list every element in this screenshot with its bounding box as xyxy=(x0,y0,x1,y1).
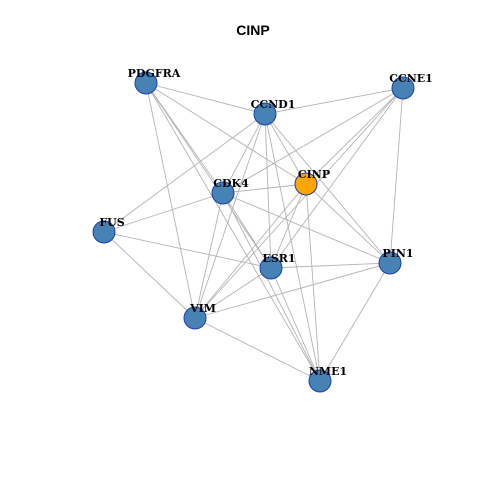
edge-pin1-vim xyxy=(194,262,391,319)
edge-fus-vim xyxy=(103,231,196,319)
node-label-cdk4: CDK4 xyxy=(213,177,249,190)
node-label-cinp: CINP xyxy=(298,168,330,181)
node-label-fus: FUS xyxy=(99,216,124,229)
edge-cinp-cdk4 xyxy=(222,183,307,194)
edges-layer xyxy=(103,82,404,382)
edge-cdk4-nme1 xyxy=(222,192,321,382)
edge-ccnd1-cdk4 xyxy=(222,113,266,194)
node-label-pin1: PIN1 xyxy=(382,247,413,260)
node-esr1 xyxy=(259,256,283,280)
edge-ccne1-vim xyxy=(194,87,404,319)
node-label-ccne1: CCNE1 xyxy=(389,72,433,85)
node-ccnd1 xyxy=(253,102,277,126)
edge-cinp-pin1 xyxy=(305,183,391,264)
edge-ccne1-cinp xyxy=(305,87,404,185)
node-nme1 xyxy=(308,369,332,393)
edge-esr1-pin1 xyxy=(270,262,391,269)
node-pin1 xyxy=(378,251,402,275)
edge-ccnd1-vim xyxy=(194,113,266,319)
edge-pin1-nme1 xyxy=(319,262,391,382)
node-label-esr1: ESR1 xyxy=(262,252,295,265)
edge-pdgfra-ccnd1 xyxy=(145,82,266,115)
edge-ccnd1-pin1 xyxy=(264,113,391,264)
edge-fus-esr1 xyxy=(103,231,272,269)
edge-ccnd1-nme1 xyxy=(264,113,321,382)
edge-ccnd1-cinp xyxy=(264,113,307,185)
node-label-nme1: NME1 xyxy=(309,365,347,378)
node-label-pdgfra: PDGFRA xyxy=(128,67,181,80)
edge-ccne1-pin1 xyxy=(389,87,404,264)
node-label-vim: VIM xyxy=(189,302,216,315)
graph-title: CINP xyxy=(236,22,269,38)
edge-ccne1-cdk4 xyxy=(222,87,404,194)
node-cinp xyxy=(294,172,318,196)
edge-pdgfra-cinp xyxy=(145,82,307,185)
edge-ccnd1-fus xyxy=(103,113,266,233)
node-pdgfra xyxy=(134,71,158,95)
edge-vim-nme1 xyxy=(194,317,321,382)
edge-pdgfra-vim xyxy=(145,82,196,319)
edge-ccnd1-esr1 xyxy=(264,113,272,269)
node-vim xyxy=(183,306,207,330)
edge-cdk4-fus xyxy=(103,192,224,233)
edge-esr1-nme1 xyxy=(270,267,321,382)
nodes-layer xyxy=(92,71,415,393)
edge-cdk4-pin1 xyxy=(222,192,391,264)
node-label-ccnd1: CCND1 xyxy=(251,98,296,111)
edge-ccne1-esr1 xyxy=(270,87,404,269)
edge-pdgfra-nme1 xyxy=(145,82,321,382)
edge-cinp-vim xyxy=(194,183,307,319)
edge-pdgfra-esr1 xyxy=(145,82,272,269)
node-fus xyxy=(92,220,116,244)
edge-esr1-vim xyxy=(194,267,272,319)
node-ccne1 xyxy=(391,76,415,100)
edge-cinp-esr1 xyxy=(270,183,307,269)
edge-cdk4-esr1 xyxy=(222,192,272,269)
edge-cdk4-vim xyxy=(194,192,224,319)
edge-cinp-nme1 xyxy=(305,183,321,382)
node-cdk4 xyxy=(211,181,235,205)
edge-ccne1-ccnd1 xyxy=(264,87,404,115)
